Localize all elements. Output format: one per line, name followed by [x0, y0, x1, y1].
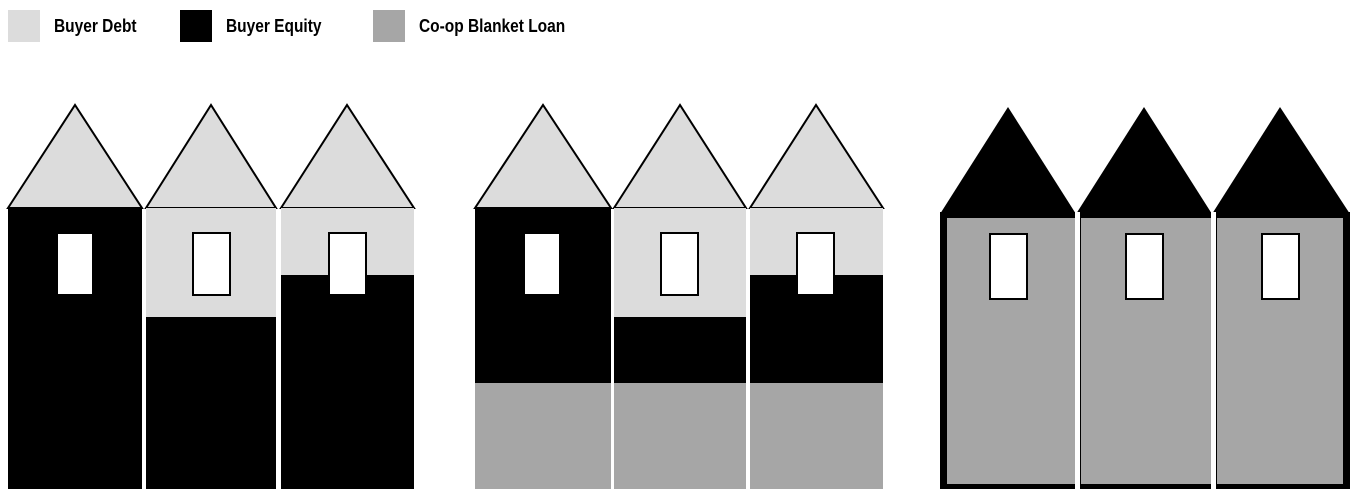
- house-group-coop-blanket: [940, 107, 1350, 489]
- house-3b-window: [1126, 234, 1163, 299]
- house-1c: [281, 105, 414, 489]
- house-1b: [146, 105, 276, 489]
- house-2a-loan: [475, 383, 611, 489]
- house-3b-roof: [1076, 107, 1212, 214]
- house-1b-roof: [146, 105, 276, 208]
- house-2c-roof: [750, 105, 883, 208]
- house-1a: [8, 105, 142, 489]
- house-2c: [750, 105, 883, 489]
- house-3-divider-2: [1211, 212, 1216, 489]
- house-2b-equity: [614, 317, 746, 383]
- house-2a-roof: [475, 105, 611, 208]
- house-2b-loan: [614, 383, 746, 489]
- house-1b-window: [193, 233, 230, 295]
- house-2b-roof: [614, 105, 746, 208]
- house-3a-roof: [940, 107, 1076, 214]
- house-3-divider-1: [1075, 212, 1080, 489]
- house-1c-equity: [281, 275, 414, 489]
- house-group-individual: [8, 105, 414, 489]
- house-2c-window: [797, 233, 834, 295]
- house-2b: [614, 105, 746, 489]
- house-3a-window: [990, 234, 1027, 299]
- house-3c-roof: [1212, 107, 1350, 214]
- house-1c-window: [329, 233, 366, 295]
- house-group-coop-share-loans: [475, 105, 883, 489]
- house-2c-loan: [750, 383, 883, 489]
- house-2a: [475, 105, 611, 489]
- house-1a-roof: [8, 105, 142, 208]
- house-2b-window: [661, 233, 698, 295]
- house-3c-window: [1262, 234, 1299, 299]
- house-1a-window: [58, 234, 92, 294]
- house-1c-roof: [281, 105, 414, 208]
- house-1b-equity: [146, 317, 276, 489]
- house-2a-window: [525, 234, 559, 294]
